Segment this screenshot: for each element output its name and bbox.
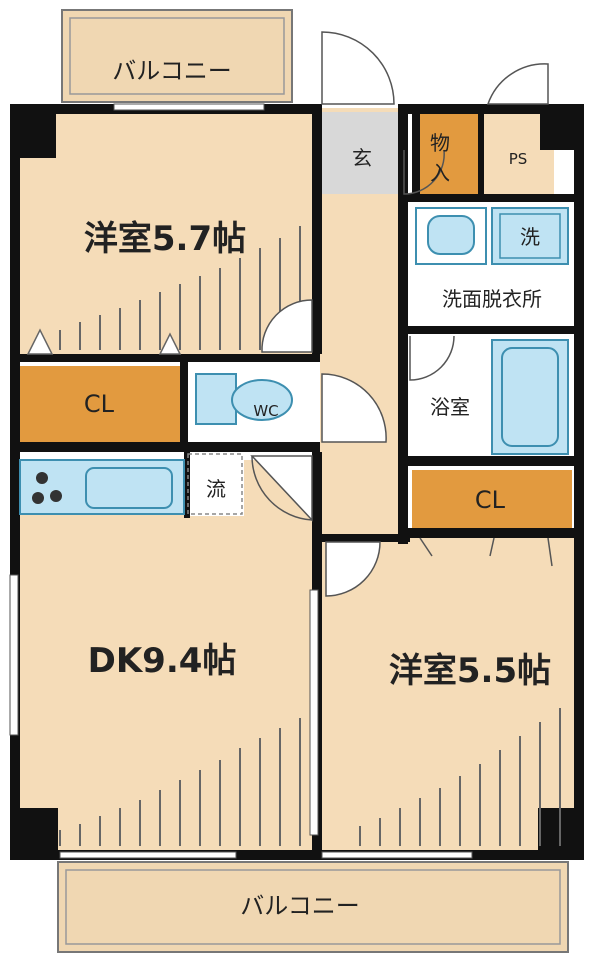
bedroom-bottom-label: 洋室5.5帖 [389, 651, 551, 691]
washroom-label: 洗面脱衣所 [442, 287, 542, 311]
kitchen-counter [19, 459, 185, 515]
balcony-bottom-label: バルコニー [240, 892, 360, 920]
toilet-label: WC [253, 402, 278, 420]
closet-right [412, 470, 572, 528]
storage-label-1: 物 [430, 131, 450, 155]
balcony-bottom [57, 861, 569, 953]
closet-right-label: CL [475, 486, 506, 514]
washer-label: 洗 [520, 225, 540, 249]
kitchen-sink-label: 流 [206, 477, 226, 501]
stove-burner-icon [50, 490, 62, 502]
toilet-icon [195, 373, 293, 425]
stove-burner-icon [36, 472, 48, 484]
doors [250, 31, 549, 597]
closet-left [18, 366, 180, 442]
hatch-dk [59, 718, 301, 846]
storage-floor [420, 112, 478, 194]
dk-label: DK9.4帖 [88, 641, 237, 681]
closet-left-label: CL [84, 390, 115, 418]
storage-label-2: 入 [430, 161, 450, 185]
entrance-label: 玄 [352, 146, 372, 170]
bathtub-icon [491, 339, 569, 455]
ps-label: PS [509, 150, 528, 168]
balcony-top-label: バルコニー [112, 57, 232, 85]
entrance-floor [322, 112, 400, 194]
hatch-top [59, 226, 301, 350]
balcony-top [61, 9, 293, 103]
bathroom-label: 浴室 [430, 395, 470, 419]
bedroom-top-label: 洋室5.7帖 [84, 219, 246, 259]
dk-floor [18, 460, 320, 852]
hatch-bottom [359, 708, 561, 846]
bedroom-bottom-floor [320, 536, 580, 852]
kitchen-sink-icon [85, 467, 173, 509]
washer-icon [491, 207, 569, 265]
stove-burner-icon [32, 492, 44, 504]
washbasin-icon [415, 207, 487, 265]
sink-floor [188, 452, 244, 516]
bedroom-top-floor [18, 108, 320, 358]
